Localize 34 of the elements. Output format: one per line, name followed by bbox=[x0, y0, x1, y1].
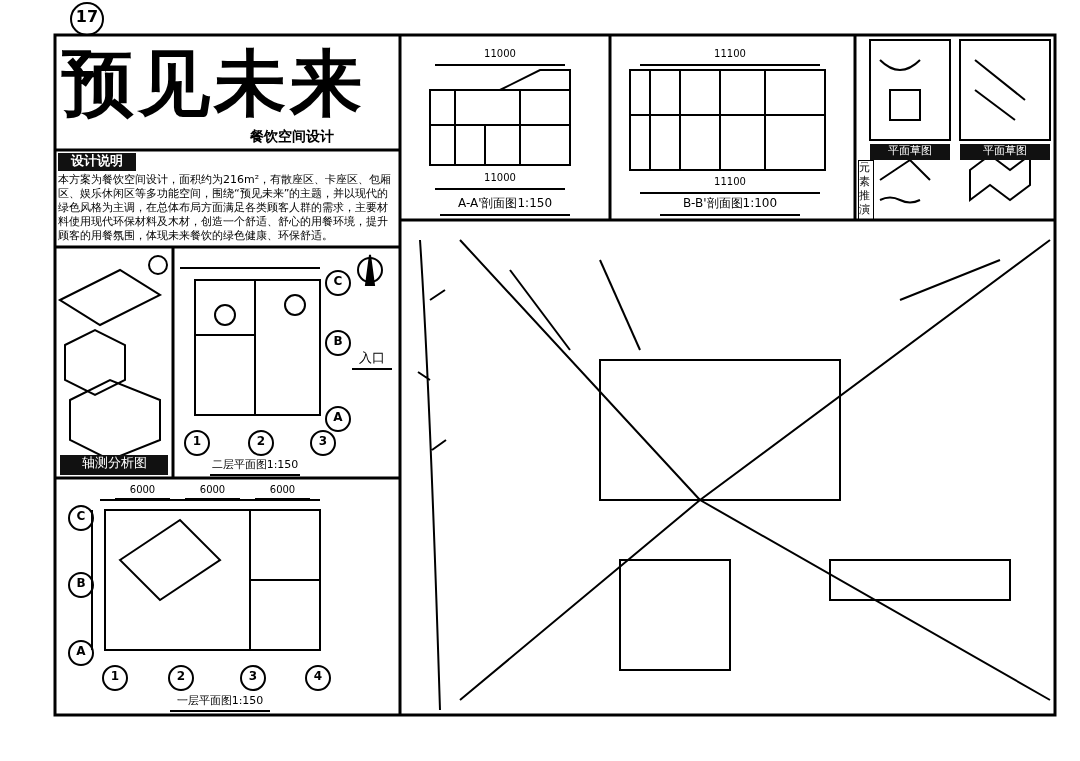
dimension-label: 11000 bbox=[435, 48, 565, 66]
page-number: 17 bbox=[70, 2, 104, 36]
axis-marker: A bbox=[325, 406, 351, 432]
axis-marker: 1 bbox=[102, 665, 128, 691]
dimension-label: 11000 bbox=[435, 172, 565, 190]
dimension-label: 6000 bbox=[185, 484, 240, 500]
axis-marker: 1 bbox=[184, 430, 210, 456]
title: 预见未来 bbox=[62, 40, 367, 126]
axis-marker: 3 bbox=[310, 430, 336, 456]
drawing-caption: 平面草图 bbox=[960, 144, 1050, 160]
axis-marker: 3 bbox=[240, 665, 266, 691]
dimension-label: 6000 bbox=[115, 484, 170, 500]
axis-marker: 4 bbox=[305, 665, 331, 691]
drawing-caption: 轴测分析图 bbox=[60, 455, 168, 475]
drawing-caption: A-A'剖面图1:150 bbox=[440, 196, 570, 216]
drawing-caption: 一层平面图1:150 bbox=[170, 694, 270, 712]
section-heading: 设计说明 bbox=[58, 153, 136, 171]
axis-marker: B bbox=[68, 572, 94, 598]
description-paragraph: 本方案为餐饮空间设计，面积约为216m²，有散座区、卡座区、包厢区、娱乐休闲区等多功能空间，围绕“预见未来”的主题，并以现代的绿色风格为主调，在总体布局方面满足各类顾客人群的需求，主要材料使用现代环保材料及木材，创造一个舒适、舒心的用餐环境，提升顾客的用餐氛围，体现未来餐饮的绿色健康、环保舒适。 bbox=[58, 173, 393, 244]
dimension-label: 11100 bbox=[640, 176, 820, 194]
axis-marker: 2 bbox=[168, 665, 194, 691]
axis-marker: 2 bbox=[248, 430, 274, 456]
drawing-caption: 二层平面图1:150 bbox=[210, 458, 300, 476]
drawing-caption: B-B'剖面图1:100 bbox=[660, 196, 800, 216]
dimension-label: 6000 bbox=[255, 484, 310, 500]
dimension-label: 11100 bbox=[640, 48, 820, 66]
axis-marker: C bbox=[68, 505, 94, 531]
drawing-caption: 平面草图 bbox=[870, 144, 950, 160]
drawing-caption: 元素推演 bbox=[858, 160, 874, 220]
callout-label: 入口 bbox=[352, 350, 392, 370]
axis-marker: A bbox=[68, 640, 94, 666]
subtitle: 餐饮空间设计 bbox=[250, 128, 335, 146]
axis-marker: B bbox=[325, 330, 351, 356]
axis-marker: C bbox=[325, 270, 351, 296]
